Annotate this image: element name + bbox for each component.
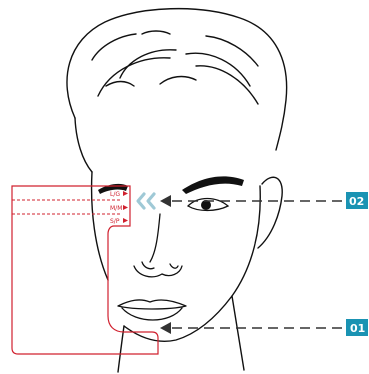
marker-01-label: 01: [350, 322, 365, 335]
marker-02-arrowhead: [160, 195, 171, 207]
hair: [67, 9, 287, 172]
chevron-left-icon: [148, 194, 154, 208]
size-pointer-medium: [123, 205, 128, 210]
size-pointer-large: [123, 191, 128, 196]
chevron-left-icon: [138, 194, 144, 208]
size-label-small: S/P: [110, 218, 120, 225]
size-divider-lines: [12, 200, 120, 214]
right-eyebrow: [182, 176, 244, 194]
chevron-arrows: [138, 194, 154, 208]
nose: [134, 214, 182, 277]
size-labels: L/G M/M S/P: [110, 191, 128, 225]
size-label-large: L/G: [110, 191, 120, 198]
marker-02-label: 02: [349, 195, 364, 208]
marker-01-arrowhead: [160, 322, 171, 334]
lips: [118, 300, 186, 320]
ear: [258, 177, 282, 248]
size-pointer-small: [123, 218, 128, 223]
size-label-medium: M/M: [110, 205, 122, 212]
face-outline: [92, 172, 261, 372]
